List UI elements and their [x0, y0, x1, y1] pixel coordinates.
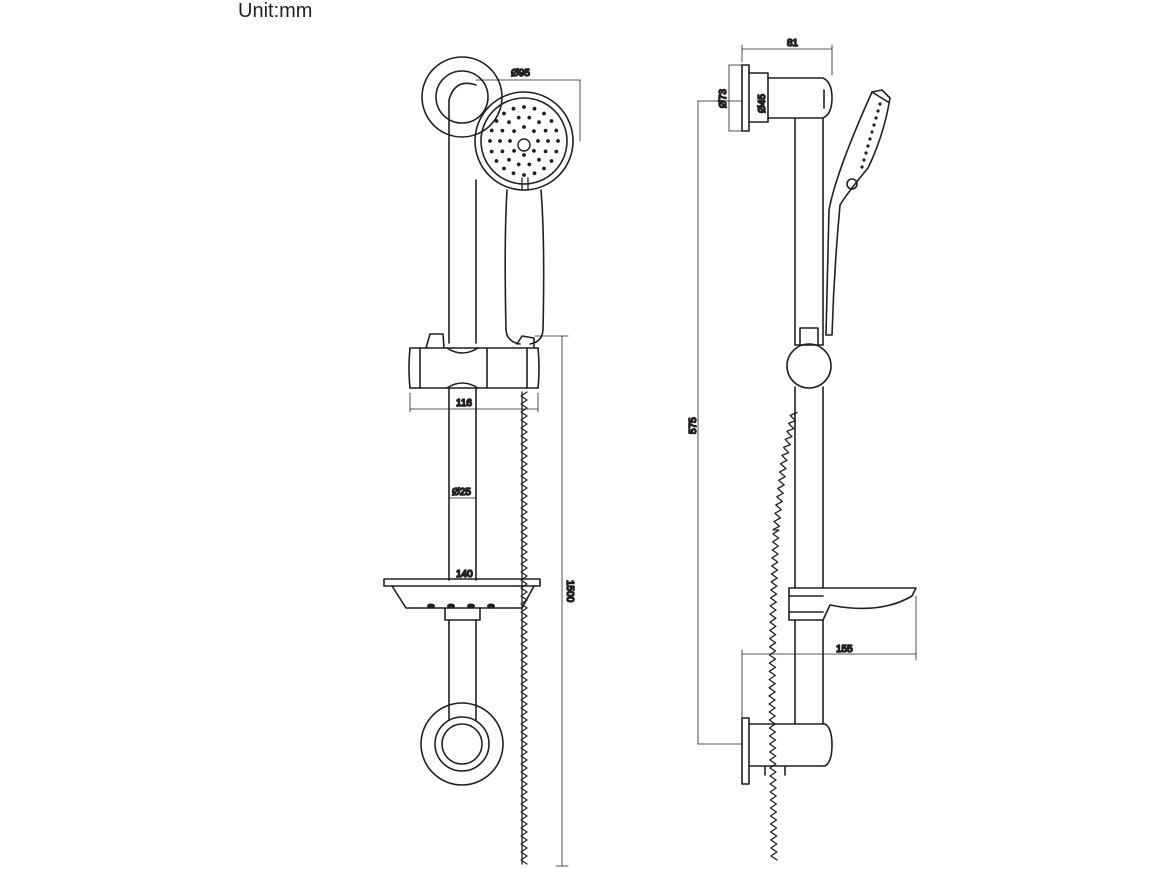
rail-upper [448, 82, 477, 344]
slider-side [786, 327, 832, 389]
soap-dish [383, 578, 541, 621]
dim-bracket-depth: 81 [787, 38, 799, 49]
top-wall-bracket [421, 56, 503, 138]
flexible-hose-side [768, 411, 798, 861]
top-bracket-side [741, 64, 833, 132]
dim-bracket-inner-diameter: Ø45 [757, 94, 768, 113]
nozzle-side-pattern [860, 102, 882, 169]
dim-soap-dish-width: 140 [456, 569, 473, 580]
dim-dish-projection: 155 [836, 644, 853, 655]
side-view: 81 Ø73 Ø45 575 155 [687, 37, 917, 861]
front-view: Ø95 116 Ø25 140 1500 [383, 56, 581, 867]
nozzle-pattern [488, 105, 560, 177]
hand-shower-head [474, 91, 574, 191]
dim-head-diameter: Ø95 [511, 68, 530, 79]
dim-bracket-outer-diameter: Ø73 [718, 89, 729, 108]
dim-slider-width: 116 [456, 398, 472, 409]
front-dimensions [383, 79, 581, 867]
side-dimensions [697, 44, 917, 745]
flexible-hose [520, 391, 528, 865]
unit-label: Unit:mm [238, 0, 313, 22]
bottom-wall-bracket [420, 702, 504, 786]
hand-shower-handle [504, 189, 545, 345]
hand-shower-side [825, 89, 891, 336]
dim-rail-length: 575 [688, 417, 699, 434]
bottom-bracket-side [741, 717, 833, 785]
dim-hose-length: 1500 [564, 580, 575, 603]
slider-holder [408, 333, 540, 389]
dim-rail-diameter: Ø25 [452, 487, 471, 498]
rail-middle [448, 387, 477, 581]
rail-lower [448, 619, 477, 721]
rail-side [794, 117, 824, 725]
soap-dish-side [788, 587, 917, 621]
